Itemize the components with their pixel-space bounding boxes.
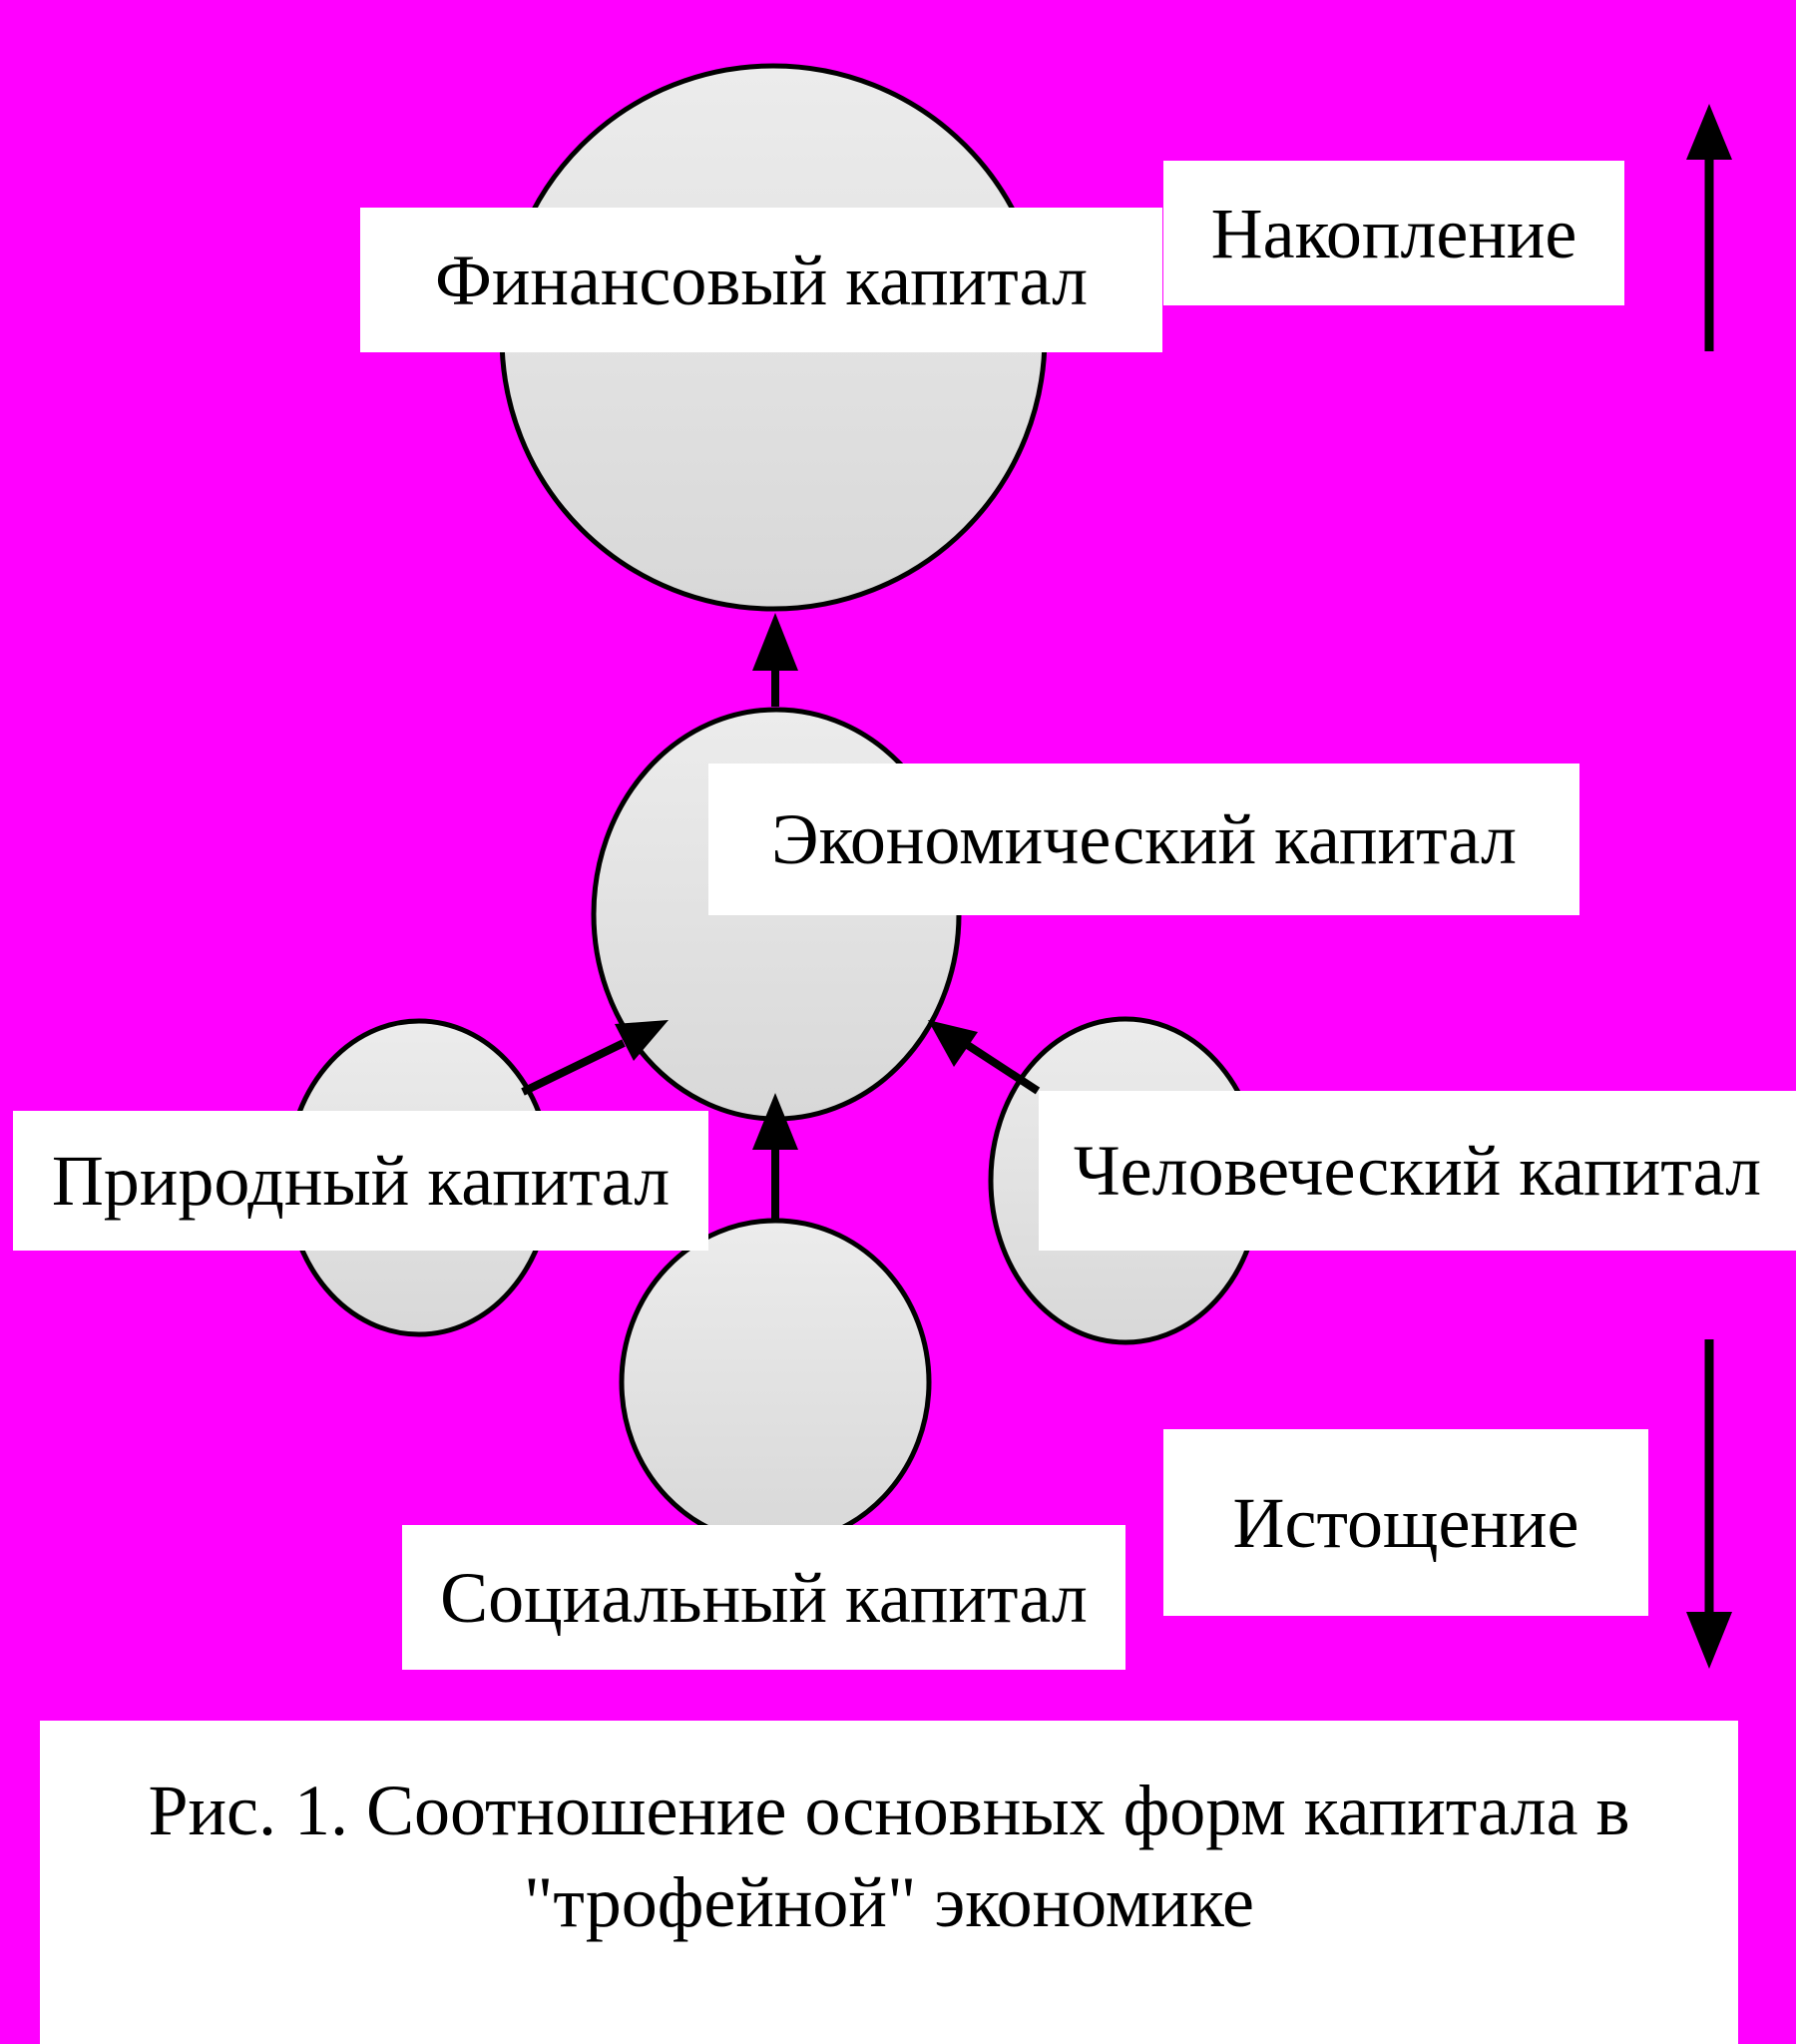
accumulation-up-arrow [1686, 104, 1732, 351]
natural-capital-label: Природный капитал [13, 1111, 708, 1251]
economic-capital-label: Экономический капитал [708, 764, 1579, 915]
figure-caption: Рис. 1. Соотношение основных форм капита… [40, 1721, 1738, 2044]
social-capital-label: Социальный капитал [402, 1525, 1125, 1670]
figure-caption-line-1: Рис. 1. Соотношение основных форм капита… [148, 1771, 1630, 1850]
social-capital-circle [619, 1218, 932, 1547]
accumulation-label: Накопление [1163, 161, 1624, 305]
human-capital-label: Человеческий капитал [1039, 1091, 1796, 1251]
figure-caption-line-2: "трофейной" экономике [524, 1862, 1254, 1942]
depletion-down-arrow [1686, 1339, 1732, 1669]
arrow-social-to-economic [752, 1093, 798, 1223]
financial-capital-label: Финансовый капитал [360, 208, 1162, 352]
arrow-natural-to-economic [521, 1020, 669, 1096]
arrow-economic-to-financial [752, 613, 798, 707]
arrow-human-to-economic [928, 1020, 1041, 1095]
depletion-label: Истощение [1163, 1429, 1648, 1616]
